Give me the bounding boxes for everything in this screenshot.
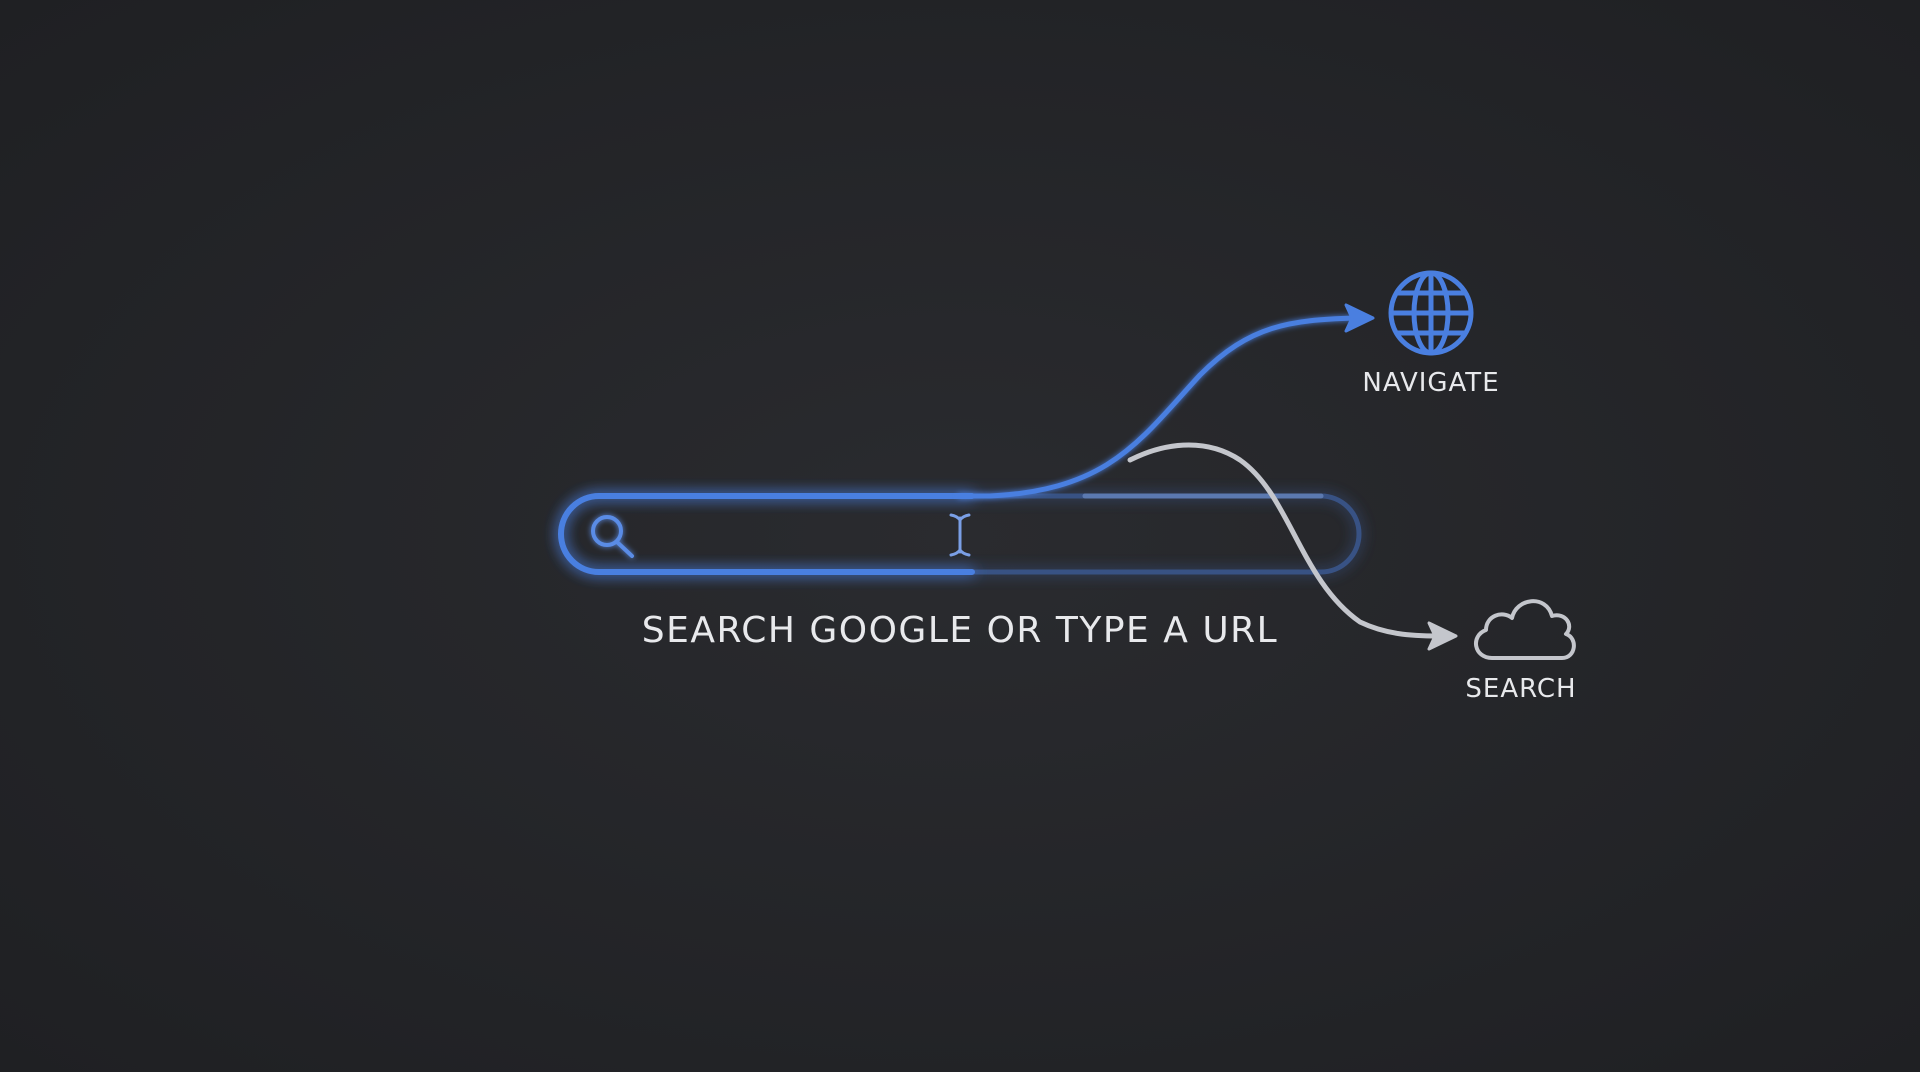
search-bar-hint: SEARCH GOOGLE OR TYPE A URL xyxy=(641,610,1279,651)
search-label: SEARCH xyxy=(1465,674,1577,704)
cloud-icon xyxy=(1474,599,1576,660)
search-arrowhead xyxy=(1427,621,1458,651)
search-icon xyxy=(591,515,634,558)
search-bar-active-edge xyxy=(558,493,975,575)
globe-icon xyxy=(1388,270,1474,356)
text-cursor-icon xyxy=(949,513,971,557)
navigate-label: NAVIGATE xyxy=(1362,368,1500,398)
search-arrow xyxy=(1127,442,1441,639)
navigate-arrowhead xyxy=(1344,303,1375,333)
navigate-arrow xyxy=(957,315,1358,499)
